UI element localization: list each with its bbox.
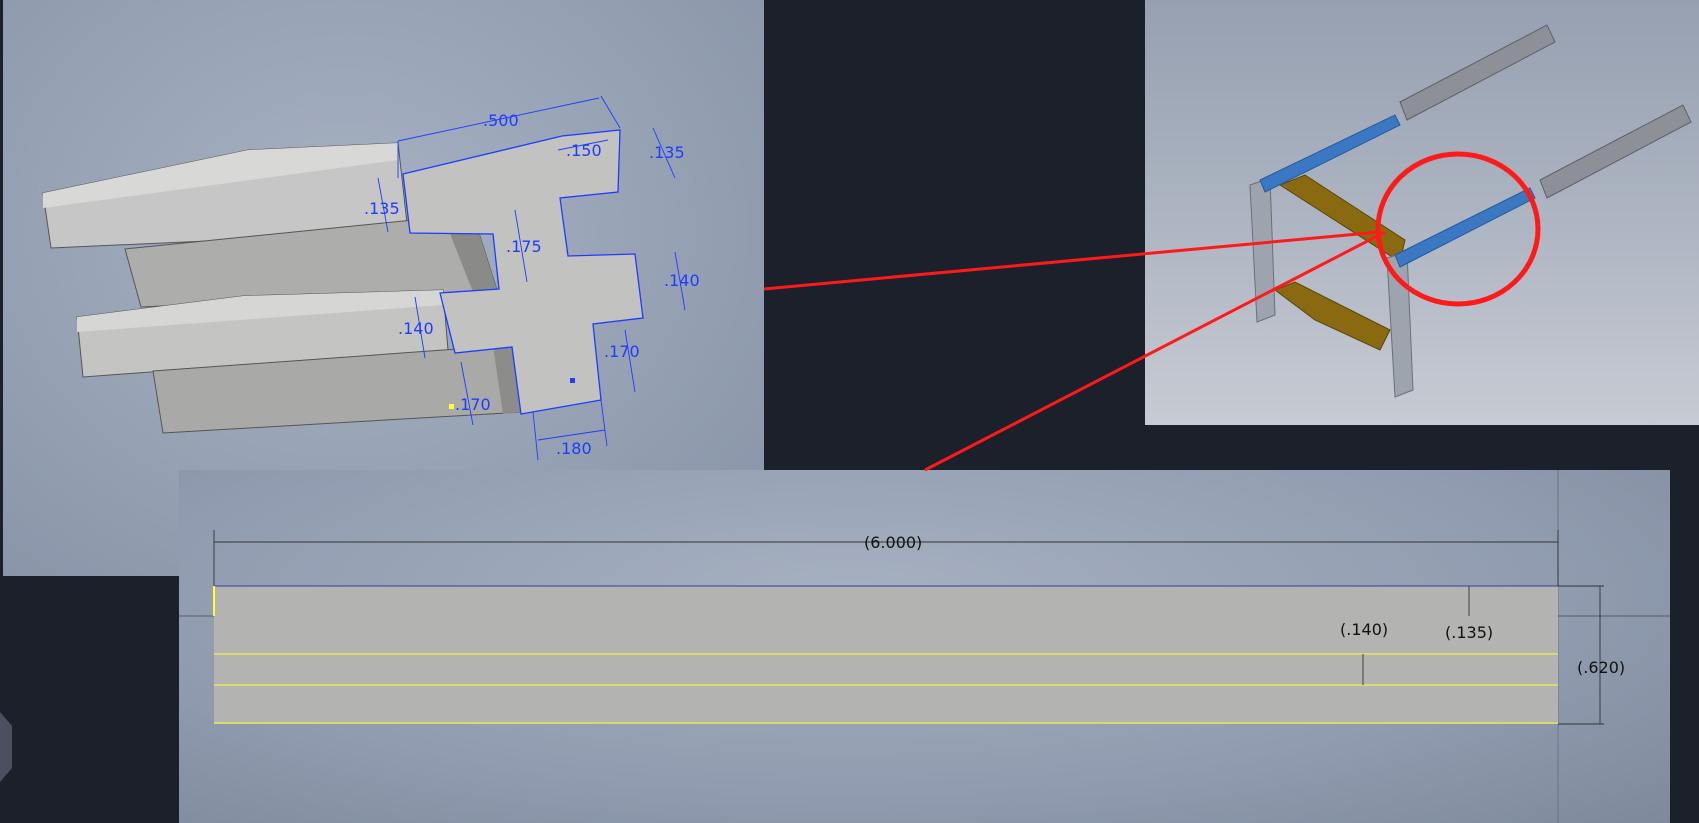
dim-mid-height-right: .140 bbox=[664, 271, 700, 290]
dim-total-height: (.620) bbox=[1577, 658, 1625, 677]
dim-mid: (.140) bbox=[1340, 620, 1388, 639]
post-right bbox=[1386, 251, 1414, 398]
assembly-drawing bbox=[1249, 24, 1692, 398]
part-body bbox=[42, 142, 524, 434]
extrusion-right bbox=[1539, 104, 1692, 199]
frame-crossbar-top bbox=[1278, 174, 1406, 263]
side-view-drawing: (6.000) (.620) (.135) (.140) bbox=[179, 470, 1670, 823]
dim-top-flange: (.135) bbox=[1445, 623, 1493, 642]
rail-blue-left bbox=[1259, 114, 1401, 193]
dim-flange-height-right: .135 bbox=[649, 143, 685, 162]
dim-bottom-width: .180 bbox=[556, 439, 592, 458]
dim-lower-height-left: .170 bbox=[455, 395, 491, 414]
side-view: (6.000) (.620) (.135) (.140) bbox=[179, 470, 1670, 823]
dim-flange-height-left: .135 bbox=[364, 199, 400, 218]
rail-blue-right bbox=[1394, 187, 1536, 268]
edge-shape bbox=[0, 712, 12, 782]
dim-width-top: .500 bbox=[483, 111, 519, 130]
extrusion-top bbox=[1399, 24, 1556, 121]
dim-web-height: .175 bbox=[506, 237, 542, 256]
post-left bbox=[1249, 177, 1276, 323]
isometric-part-drawing: .500 .150 .135 .135 .175 .140 .140 .170 … bbox=[42, 95, 700, 461]
cross-section-profile bbox=[402, 129, 644, 415]
dim-mid-height-left: .140 bbox=[398, 319, 434, 338]
isometric-detail-view: .500 .150 .135 .135 .175 .140 .140 .170 … bbox=[3, 0, 764, 576]
selection-grip bbox=[570, 378, 575, 383]
dimension-lines bbox=[377, 95, 686, 461]
part-bar bbox=[214, 586, 1558, 724]
frame-crossbar-bottom bbox=[1273, 281, 1391, 351]
dim-lower-height-right: .170 bbox=[604, 342, 640, 361]
dim-length: (6.000) bbox=[864, 533, 922, 552]
yellow-grip bbox=[449, 404, 454, 409]
assembly-view bbox=[1145, 0, 1699, 425]
dim-flange-inner: .150 bbox=[566, 141, 602, 160]
